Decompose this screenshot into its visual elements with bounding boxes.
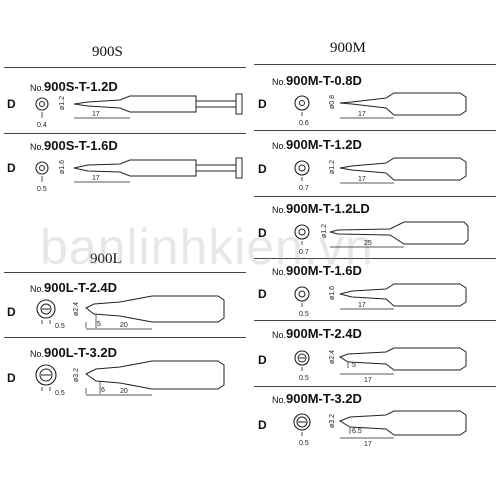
tip-width-label: 0.7 (299, 249, 309, 256)
tip-model-label: No.900L-T-2.4D (30, 279, 117, 296)
tip-drawing-900m-1.6d: 0.5 ø1.6 17 (286, 276, 496, 320)
watermark: banlinhkien.vn (40, 219, 374, 275)
tip-drawing-900l-3.2d: 0.5 ø3.2 6 20 (28, 358, 250, 404)
separator (4, 133, 246, 134)
model-prefix: No. (30, 142, 45, 152)
tip-drawing-900s-1.6d: 0.5 ø1.6 17 (28, 150, 250, 198)
diameter-label: ø2.4 (329, 350, 336, 364)
separator (254, 196, 496, 197)
length-label: 25 (364, 240, 372, 247)
tip-drawing-900m-3.2d: 0.5 ø3.2 6.5 17 (286, 404, 496, 452)
diameter-label: ø3.2 (329, 414, 336, 428)
diameter-label: ø1.6 (59, 160, 66, 174)
tip-width-label: 0.6 (299, 120, 309, 127)
length-label: 17 (92, 175, 100, 182)
model-number: 900S-T-1.2D (44, 79, 118, 94)
model-number: 900M-T-1.2LD (286, 201, 370, 216)
model-prefix: No. (30, 83, 45, 93)
tip-drawing-900s-1.2d: 0.4 ø1.2 17 (28, 86, 250, 134)
tip-drawing-900m-1.2d: 0.7 ø1.2 17 (286, 150, 496, 196)
tip-width-label: 0.5 (55, 390, 65, 397)
model-prefix: No. (272, 141, 287, 151)
separator (254, 64, 496, 65)
tip-width-label: 0.7 (299, 185, 309, 192)
model-number: 900S-T-1.6D (44, 138, 118, 153)
tip-drawing-900m-0.8d: 0.6 ø0.8 17 (286, 85, 496, 131)
tip-width-label: 0.5 (55, 323, 65, 330)
separator (4, 67, 246, 68)
tip-model-label: No.900M-T-3.2D (272, 390, 362, 407)
length-label: 17 (364, 377, 372, 384)
model-number: 900M-T-3.2D (286, 391, 362, 406)
diameter-label: ø1.6 (329, 286, 336, 300)
model-prefix: No. (272, 77, 287, 87)
tip-type-letter: D (258, 287, 267, 301)
separator (4, 337, 246, 338)
separator (254, 258, 496, 259)
separator (254, 386, 496, 387)
separator (254, 320, 496, 321)
length-label: 17 (358, 302, 366, 309)
model-number: 900L-T-3.2D (44, 345, 117, 360)
tip-type-letter: D (7, 97, 16, 111)
tip-length-label: 5 (352, 362, 356, 369)
tip-type-letter: D (258, 162, 267, 176)
tip-type-letter: D (258, 418, 267, 432)
model-prefix: No. (272, 330, 287, 340)
tip-drawing-900m-2.4d: 0.5 ø2.4 5 17 (286, 340, 496, 386)
model-number: 900M-T-1.6D (286, 263, 362, 278)
diameter-label: ø2.4 (73, 302, 80, 316)
separator (4, 272, 246, 273)
tip-width-label: 0.5 (299, 311, 309, 318)
tip-width-label: 0.4 (37, 122, 47, 129)
tip-type-letter: D (7, 161, 16, 175)
tip-model-label: No.900M-T-1.2LD (272, 200, 370, 217)
series-heading-900s: 900S (92, 44, 123, 60)
model-prefix: No. (272, 205, 287, 215)
tip-model-label: No.900M-T-0.8D (272, 72, 362, 89)
model-prefix: No. (272, 267, 287, 277)
model-number: 900M-T-0.8D (286, 73, 362, 88)
tip-drawing-900l-2.4d: 0.5 ø2.4 5 20 (28, 292, 250, 338)
model-number: 900M-T-1.2D (286, 137, 362, 152)
model-prefix: No. (30, 284, 45, 294)
tip-type-letter: D (7, 371, 16, 385)
length-label: 20 (120, 322, 128, 329)
tip-type-letter: D (258, 353, 267, 367)
separator (254, 130, 496, 131)
model-number: 900M-T-2.4D (286, 326, 362, 341)
tip-type-letter: D (258, 226, 267, 240)
tip-drawing-900m-1.2ld: 0.7 ø1.2 25 (286, 214, 496, 258)
tip-model-label: No.900S-T-1.2D (30, 78, 118, 95)
diameter-label: ø3.2 (73, 368, 80, 382)
tip-length-label: 6 (101, 387, 105, 394)
tip-model-label: No.900M-T-1.6D (272, 262, 362, 279)
diameter-label: ø1.2 (321, 224, 328, 238)
length-label: 17 (364, 441, 372, 448)
series-heading-900l: 900L (90, 251, 122, 267)
length-label: 17 (358, 176, 366, 183)
length-label: 17 (358, 111, 366, 118)
length-label: 20 (120, 388, 128, 395)
tip-length-label: 5 (97, 321, 101, 328)
tip-width-label: 0.5 (299, 375, 309, 382)
diameter-label: ø1.2 (59, 96, 66, 110)
model-prefix: No. (30, 349, 45, 359)
tip-model-label: No.900M-T-2.4D (272, 325, 362, 342)
tip-width-label: 0.5 (299, 440, 309, 447)
tip-model-label: No.900M-T-1.2D (272, 136, 362, 153)
model-prefix: No. (272, 395, 287, 405)
diameter-label: ø0.8 (329, 95, 336, 109)
tip-model-label: No.900S-T-1.6D (30, 137, 118, 154)
model-number: 900L-T-2.4D (44, 280, 117, 295)
diameter-label: ø1.2 (329, 160, 336, 174)
tip-width-label: 0.5 (37, 186, 47, 193)
length-label: 17 (92, 111, 100, 118)
series-heading-900m: 900M (330, 40, 366, 56)
tip-type-letter: D (7, 305, 16, 319)
tip-length-label: 6.5 (352, 428, 362, 435)
tip-model-label: No.900L-T-3.2D (30, 344, 117, 361)
tip-type-letter: D (258, 97, 267, 111)
